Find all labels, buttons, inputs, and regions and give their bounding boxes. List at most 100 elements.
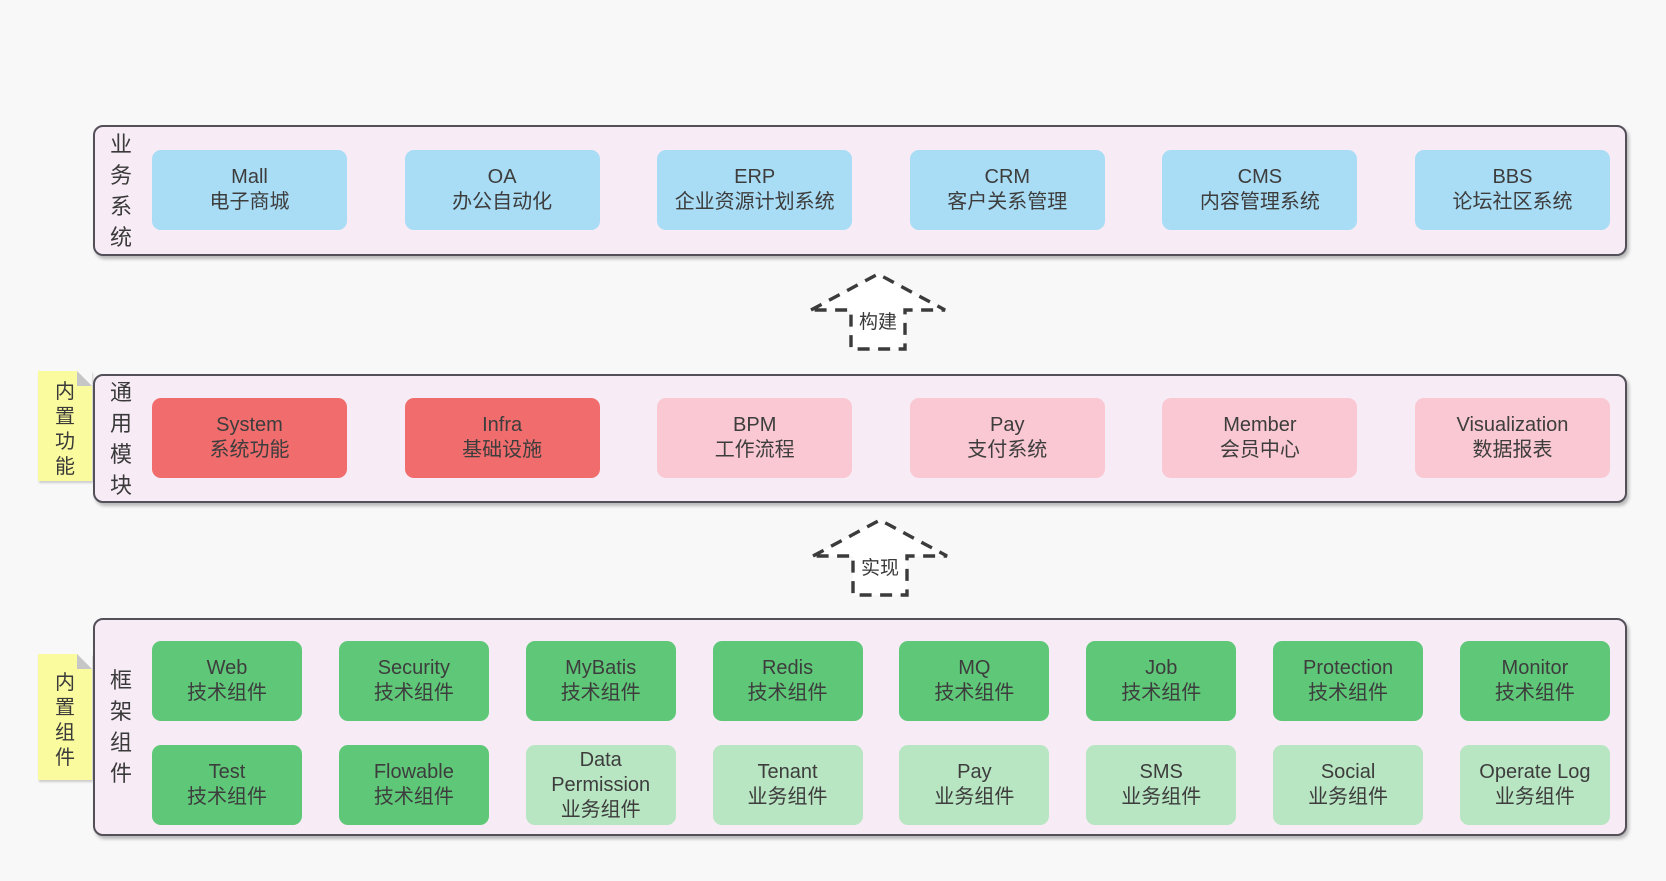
- box-name: Protection: [1303, 657, 1394, 679]
- box-desc: 系统功能: [209, 439, 290, 461]
- box-name: Test: [208, 761, 246, 783]
- box-name: Pay: [957, 761, 992, 783]
- box-name: MyBatis: [565, 657, 637, 679]
- box-desc: 技术组件: [187, 786, 267, 808]
- box-desc: 技术组件: [1494, 682, 1575, 704]
- box-sms: SMS 业务组件: [1086, 745, 1237, 825]
- box-desc: 数据报表: [1472, 439, 1553, 461]
- box-mybatis: MyBatis 技术组件: [525, 641, 676, 721]
- box-name: CMS: [1237, 166, 1283, 188]
- sticky-note-built-in-features: 内置功能: [38, 371, 92, 481]
- box-pay-system: Pay 支付系统: [909, 398, 1105, 478]
- box-name: OA: [487, 166, 517, 188]
- box-visualization: Visualization 数据报表: [1414, 398, 1610, 478]
- layer-label: 通用模块: [109, 379, 132, 498]
- box-mall: Mall 电子商城: [152, 150, 347, 230]
- box-mq: MQ 技术组件: [899, 641, 1050, 721]
- box-name: Operate Log: [1479, 761, 1591, 783]
- box-desc: 技术组件: [1308, 682, 1389, 704]
- box-job: Job 技术组件: [1086, 641, 1237, 721]
- box-member: Member 会员中心: [1162, 398, 1358, 478]
- box-security: Security 技术组件: [338, 641, 489, 721]
- box-desc: 技术组件: [373, 682, 454, 704]
- box-name: Visualization: [1456, 414, 1569, 436]
- box-operate-log: Operate Log 业务组件: [1459, 745, 1610, 825]
- box-desc: 论坛社区系统: [1452, 191, 1573, 213]
- box-crm: CRM 客户关系管理: [909, 150, 1105, 230]
- box-name: Web: [206, 657, 248, 679]
- box-cms: CMS 内容管理系统: [1162, 150, 1358, 230]
- box-desc: 业务组件: [934, 786, 1015, 808]
- box-infra: Infra 基础设施: [404, 398, 600, 478]
- sticky-note-text: 内置功能: [55, 381, 75, 478]
- box-desc: 技术组件: [1121, 682, 1202, 704]
- box-name: Security: [377, 657, 450, 679]
- box-desc: 技术组件: [373, 786, 454, 808]
- box-flowable: Flowable 技术组件: [338, 745, 489, 825]
- box-name: Mall: [231, 166, 268, 188]
- box-name: ERP: [734, 166, 776, 188]
- box-desc: 技术组件: [747, 682, 828, 704]
- box-desc: 企业资源计划系统: [674, 191, 835, 213]
- box-social: Social 业务组件: [1273, 745, 1424, 825]
- layer-common-modules: 通用模块 System 系统功能 Infra 基础设施 BPM 工作流程 Pay…: [93, 374, 1627, 503]
- box-name: SMS: [1139, 761, 1183, 783]
- layer-business-systems: 业务系统 Mall 电子商城 OA 办公自动化 ERP 企业资源计划系统 CRM…: [93, 125, 1627, 256]
- box-test: Test 技术组件: [152, 745, 302, 825]
- box-name: CRM: [984, 166, 1031, 188]
- box-row: Test 技术组件 Flowable 技术组件 Data Permission …: [152, 745, 1610, 825]
- box-desc: 业务组件: [1308, 786, 1389, 808]
- box-oa: OA 办公自动化: [404, 150, 600, 230]
- box-name: Infra: [482, 414, 523, 436]
- box-name: MQ: [958, 657, 991, 679]
- box-desc: 办公自动化: [452, 191, 553, 213]
- box-desc: 电子商城: [209, 191, 290, 213]
- implement-arrow-label: 实现: [857, 557, 903, 581]
- sticky-note-built-in-components: 内置组件: [38, 654, 92, 780]
- box-row: System 系统功能 Infra 基础设施 BPM 工作流程 Pay 支付系统…: [152, 398, 1610, 478]
- box-name: Data Permission: [551, 748, 651, 796]
- layer-label: 框架组件: [109, 668, 132, 786]
- box-name: Flowable: [373, 761, 454, 783]
- box-monitor: Monitor 技术组件: [1459, 641, 1610, 721]
- box-data-permission: Data Permission 业务组件: [525, 745, 676, 825]
- box-desc: 技术组件: [187, 682, 267, 704]
- box-desc: 技术组件: [934, 682, 1015, 704]
- box-erp: ERP 企业资源计划系统: [657, 150, 853, 230]
- box-desc: 技术组件: [560, 682, 641, 704]
- box-name: Monitor: [1501, 657, 1569, 679]
- box-desc: 客户关系管理: [947, 191, 1068, 213]
- box-redis: Redis 技术组件: [712, 641, 863, 721]
- box-name: Pay: [990, 414, 1025, 436]
- box-desc: 支付系统: [967, 439, 1048, 461]
- box-tenant: Tenant 业务组件: [712, 745, 863, 825]
- box-bbs: BBS 论坛社区系统: [1414, 150, 1610, 230]
- box-name: Member: [1223, 414, 1297, 436]
- box-desc: 基础设施: [462, 439, 543, 461]
- box-protection: Protection 技术组件: [1273, 641, 1424, 721]
- box-name: System: [216, 414, 283, 436]
- build-arrow-label: 构建: [855, 311, 901, 335]
- box-name: Redis: [761, 657, 814, 679]
- box-desc: 内容管理系统: [1199, 191, 1320, 213]
- box-name: Tenant: [757, 761, 818, 783]
- layer-label: 业务系统: [109, 131, 132, 250]
- box-name: BPM: [733, 414, 777, 436]
- box-desc: 工作流程: [714, 439, 795, 461]
- build-arrow: 构建: [808, 272, 948, 352]
- box-system: System 系统功能: [152, 398, 347, 478]
- box-name: Social: [1320, 761, 1376, 783]
- box-desc: 业务组件: [560, 798, 641, 821]
- box-web: Web 技术组件: [152, 641, 302, 721]
- layer-framework-components: 框架组件 Web 技术组件 Security 技术组件 MyBatis 技术组件…: [93, 618, 1627, 836]
- box-desc: 业务组件: [1121, 786, 1202, 808]
- box-desc: 会员中心: [1219, 439, 1300, 461]
- box-pay-component: Pay 业务组件: [899, 745, 1050, 825]
- box-row: Mall 电子商城 OA 办公自动化 ERP 企业资源计划系统 CRM 客户关系…: [152, 150, 1610, 230]
- box-bpm: BPM 工作流程: [657, 398, 853, 478]
- implement-arrow: 实现: [810, 518, 950, 598]
- box-name: Job: [1145, 657, 1178, 679]
- box-name: BBS: [1492, 166, 1533, 188]
- box-desc: 业务组件: [747, 786, 828, 808]
